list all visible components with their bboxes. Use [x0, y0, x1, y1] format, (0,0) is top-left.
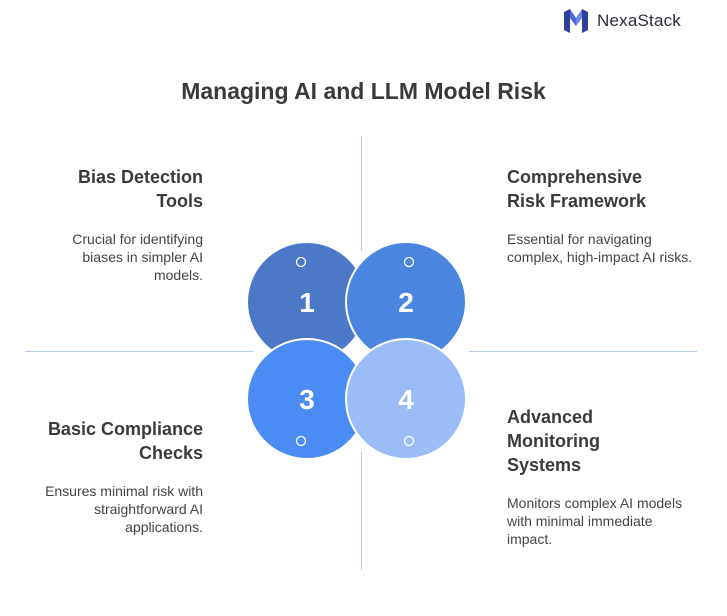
quadrant-4-number: 4 [398, 384, 414, 415]
quadrant-3-circle-group: 3 [246, 338, 368, 460]
quadrant-3-number: 3 [299, 384, 315, 415]
nexastack-logo-icon [564, 9, 588, 33]
quadrant-4-circle [345, 338, 467, 460]
quadrant-2-number: 2 [398, 287, 414, 318]
quadrant-1-heading: Bias Detection Tools [77, 167, 203, 211]
quadrant-3-heading: Basic Compliance Checks [47, 419, 203, 463]
quadrant-1-description: Crucial for identifying biases in simple… [72, 231, 203, 283]
vertical-divider-bottom [361, 452, 362, 570]
quadrant-2-description: Essential for navigating complex, high-i… [507, 231, 693, 265]
vertical-divider-top [361, 136, 362, 251]
quadrant-1-connector-dot-icon [295, 256, 307, 268]
quadrant-4-connector-dot-icon [403, 435, 415, 447]
quadrant-1-number: 1 [299, 287, 315, 318]
quadrant-4-heading: Advanced Monitoring Systems [507, 407, 600, 475]
quadrant-4-description: Monitors complex AI models with minimal … [507, 495, 683, 547]
brand-name: NexaStack [597, 11, 682, 30]
brand: NexaStack [563, 8, 681, 34]
horizontal-divider-left [25, 351, 253, 352]
page-title: Managing AI and LLM Model Risk [181, 78, 546, 104]
quadrant-3-connector-dot-icon [295, 435, 307, 447]
quadrant-2-connector-dot-icon [403, 256, 415, 268]
quadrant-2-heading: Comprehensive Risk Framework [507, 167, 647, 211]
horizontal-divider-right [469, 351, 697, 352]
quadrant-3-description: Ensures minimal risk with straightforwar… [45, 483, 203, 535]
quadrant-4-circle-group: 4 [345, 338, 467, 460]
